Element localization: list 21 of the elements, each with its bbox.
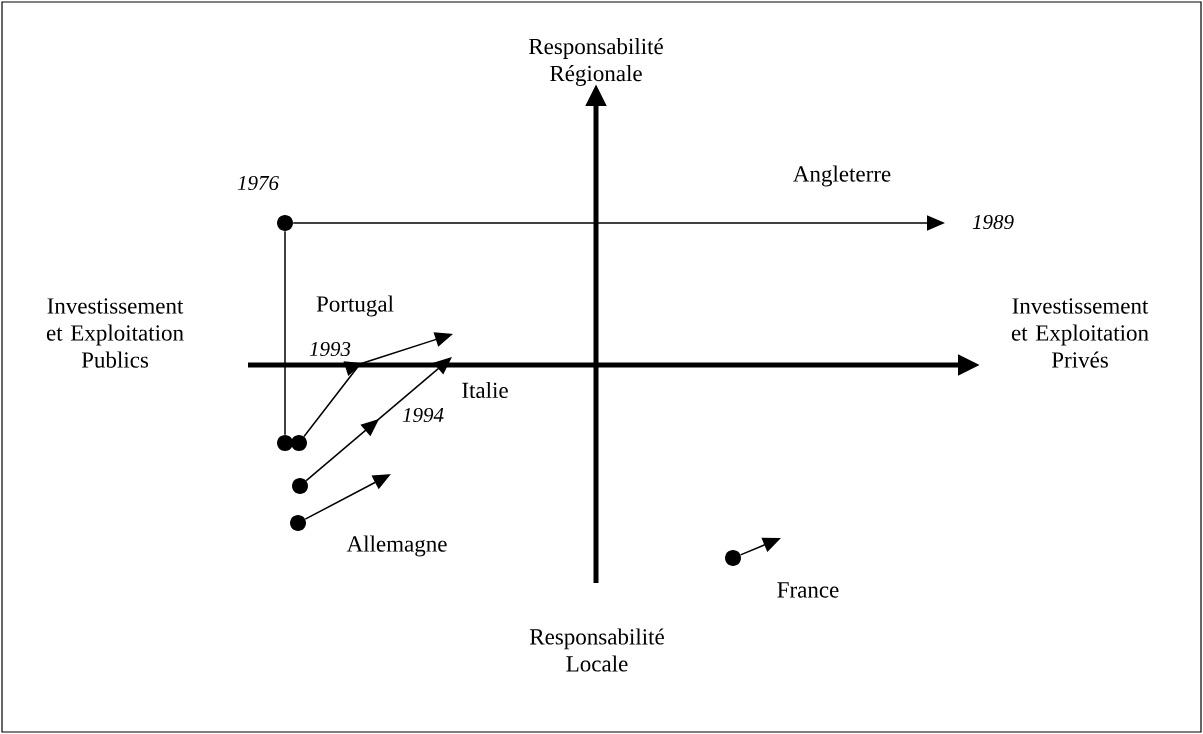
dot [725, 550, 741, 566]
text-label: France [777, 582, 839, 598]
dot [277, 435, 293, 451]
text-label: Allemagne [346, 535, 447, 557]
dot [277, 215, 293, 231]
dot [291, 435, 307, 451]
text-label: Investissement et Exploitation Publics [46, 298, 184, 368]
year-label: 1976 [237, 175, 279, 191]
year-label: 1993 [309, 341, 351, 357]
text-label: Responsabilité Locale [529, 628, 664, 672]
text-label: Angleterre [793, 165, 891, 187]
year-label: 1989 [972, 214, 1014, 230]
year-label: 1994 [402, 407, 444, 423]
dot [290, 515, 306, 531]
text-label: Portugal [316, 295, 394, 317]
text-label: Investissement et Exploitation Privés [1011, 298, 1149, 368]
text-label: Italie [462, 381, 508, 399]
arrow [304, 474, 391, 520]
text-label: Responsabilité Régionale [528, 38, 663, 86]
dot [292, 478, 308, 494]
arrow [305, 357, 452, 482]
